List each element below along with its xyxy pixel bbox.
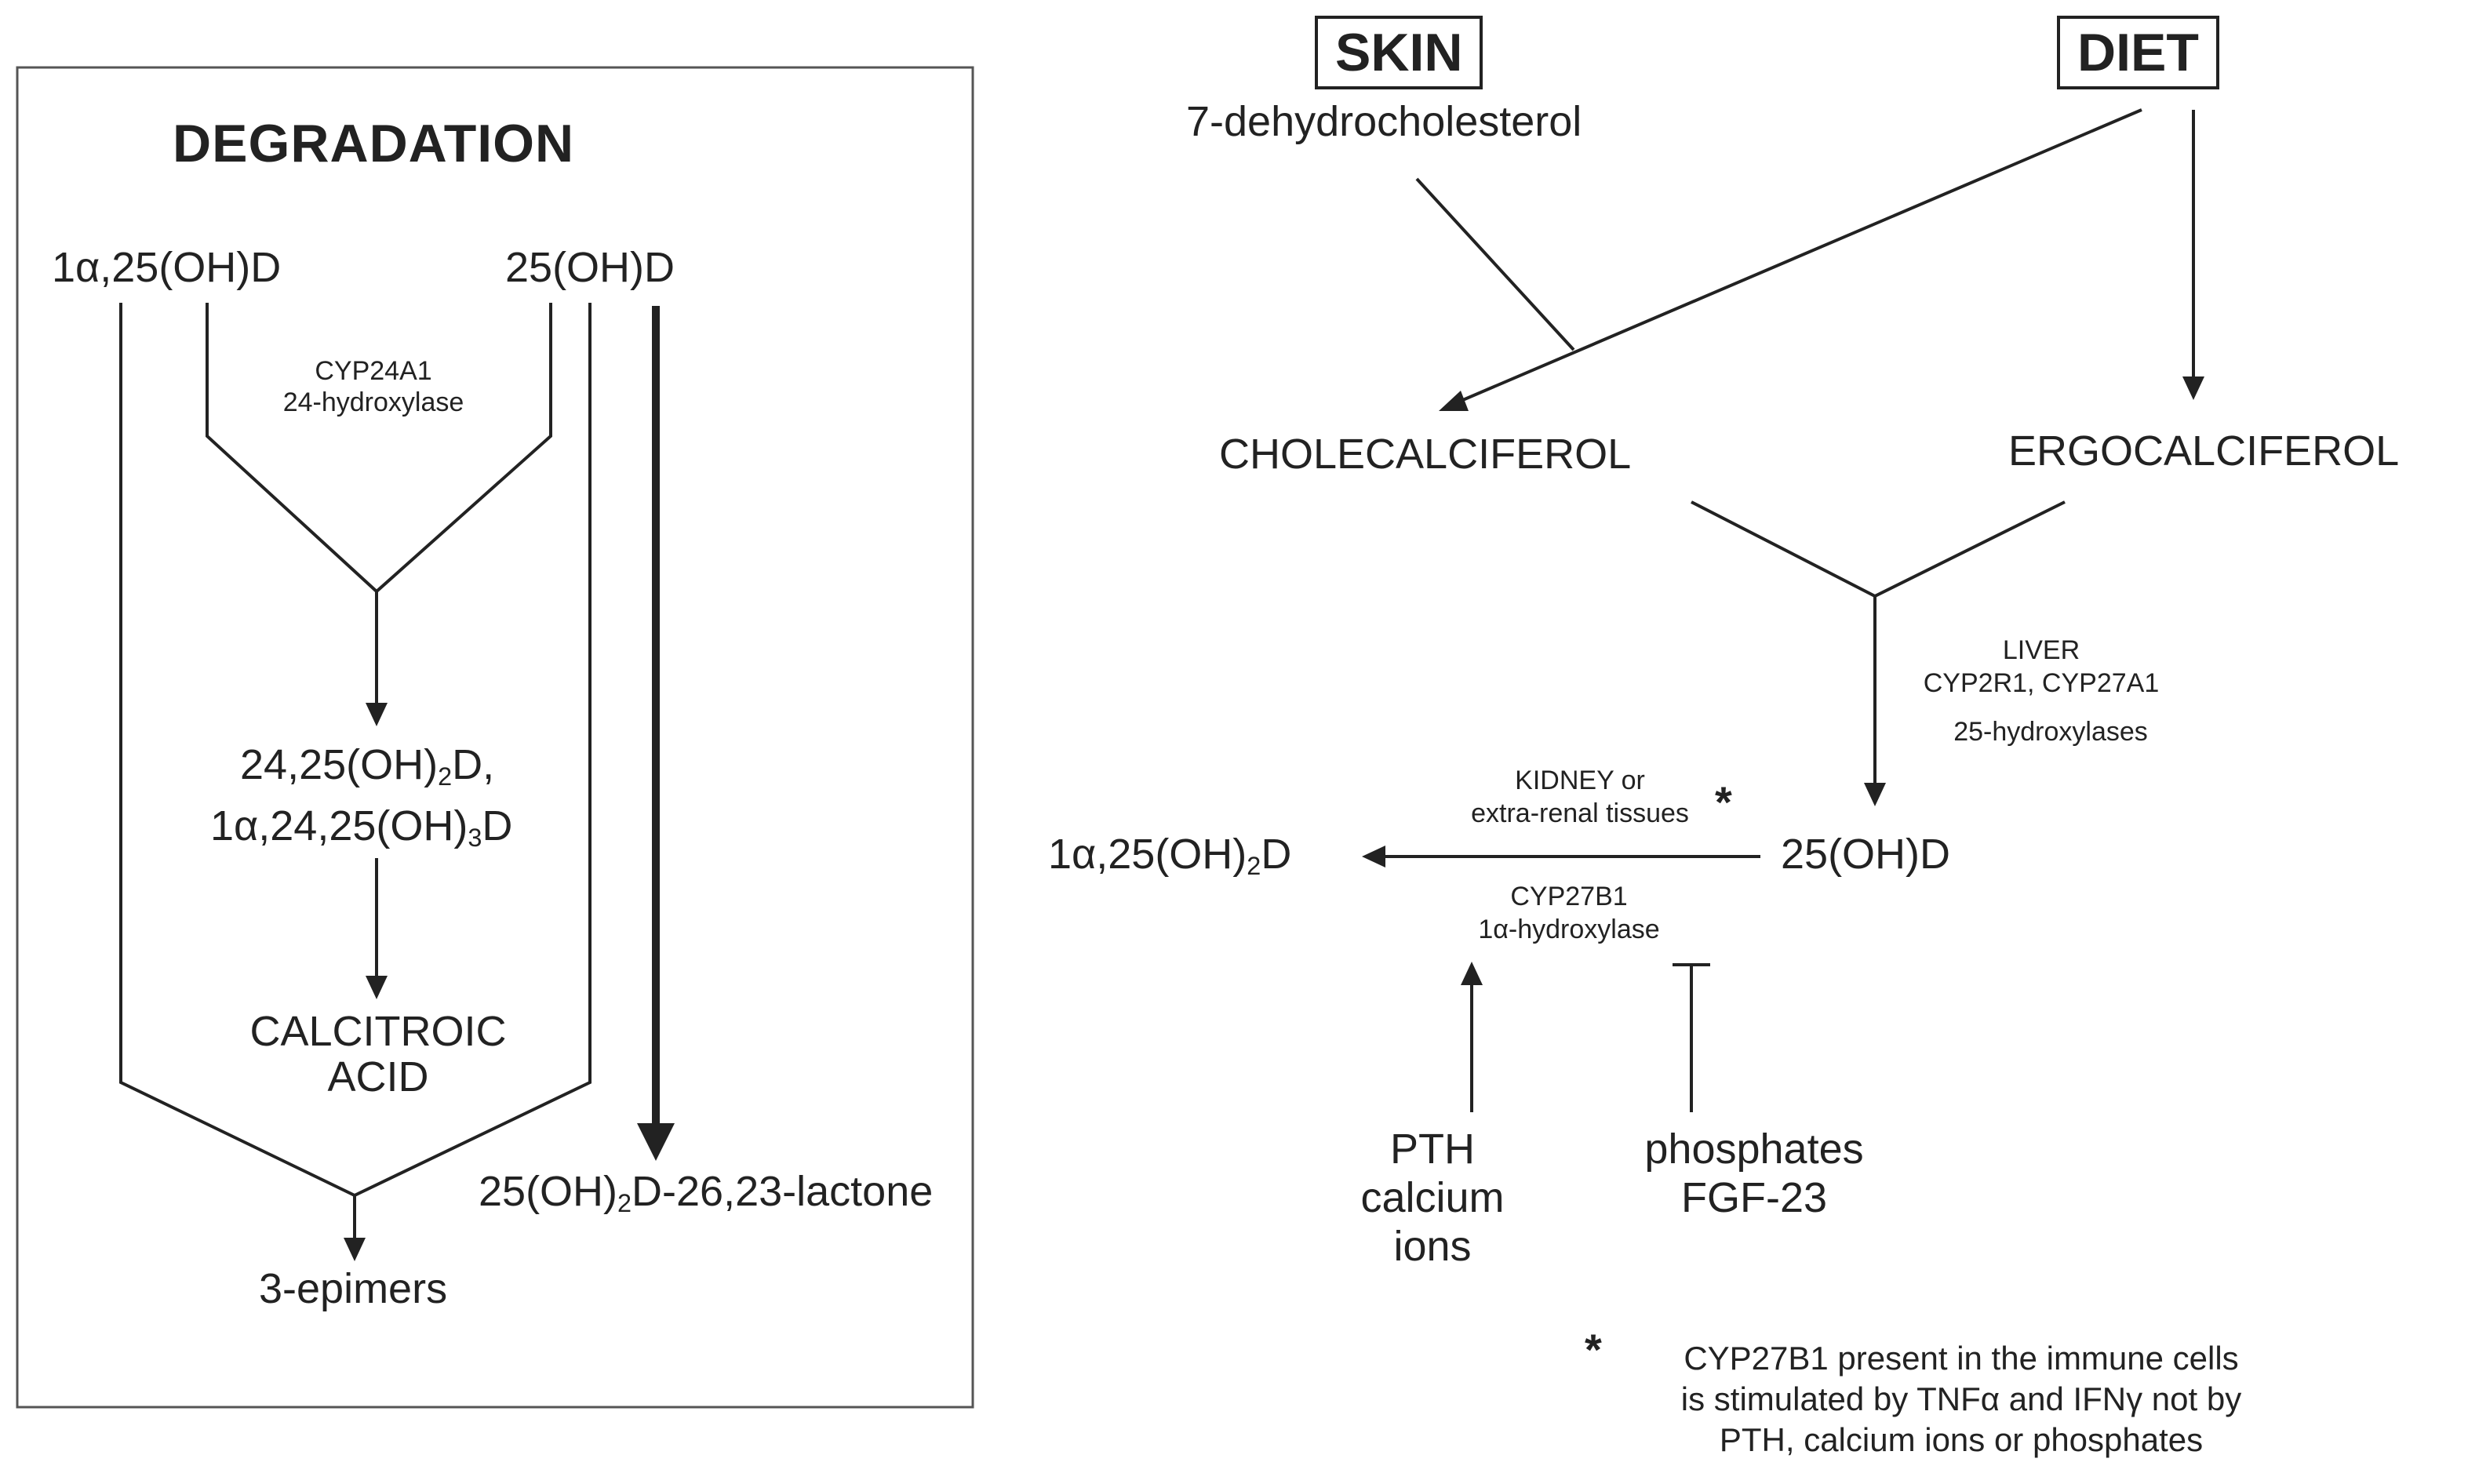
- calcidiol-label-synthesis: 25(OH)D: [1781, 831, 1951, 878]
- cyp27b1-enzyme-name: 1α-hydroxylase: [1478, 915, 1660, 944]
- arrowhead-cholecalciferol: [1439, 391, 1469, 411]
- footnote-line-3: PTH, calcium ions or phosphates: [1719, 1421, 2204, 1458]
- cyp27b1-enzyme-label: CYP27B1: [1510, 882, 1628, 911]
- calcidiol-label-degradation: 25(OH)D: [505, 244, 675, 291]
- precursor-7-dehydrocholesterol: 7-dehydrocholesterol: [1186, 98, 1582, 145]
- stimulation-arrowhead: [1461, 962, 1483, 985]
- diet-to-cholecalciferol-line: [1458, 108, 2142, 403]
- arrowhead-calcitroic-acid: [366, 976, 388, 999]
- calcitroic-acid-line2: ACID: [327, 1053, 429, 1100]
- stimulator-pth: PTH: [1390, 1126, 1475, 1173]
- product-1a-24-25-trihydroxy: 1α,24,25(OH)3D: [210, 802, 513, 853]
- lactone-product: 25(OH)2D-26,23-lactone: [479, 1168, 934, 1218]
- liver-enzymes-label: CYP2R1, CYP27A1: [1923, 668, 2160, 698]
- kidney-footnote-asterisk: *: [1715, 777, 1732, 827]
- arrowhead-25-oh-d: [1864, 783, 1886, 806]
- calcitriol-label-degradation: 1α,25(OH)D: [52, 244, 282, 291]
- kidney-label: KIDNEY or: [1515, 766, 1645, 795]
- product-24-25-dihydroxy: 24,25(OH)2D,: [240, 741, 495, 791]
- cyp24a1-enzyme-label: CYP24A1: [315, 356, 432, 386]
- ergocalciferol-label: ERGOCALCIFEROL: [2008, 427, 2400, 475]
- liver-funnel-line: [1691, 500, 2066, 598]
- liver-label: LIVER: [2002, 635, 2080, 665]
- thick-arrowhead-lactone: [637, 1123, 675, 1161]
- stimulator-ions: ions: [1393, 1223, 1472, 1270]
- arrowhead-active-form: [1362, 846, 1385, 867]
- footnote-asterisk: *: [1585, 1325, 1602, 1374]
- cyp24a1-enzyme-name: 24-hydroxylase: [282, 387, 464, 417]
- three-epimers-label: 3-epimers: [259, 1265, 448, 1312]
- inhibitor-fgf23: FGF-23: [1680, 1174, 1828, 1221]
- arrowhead-ergocalciferol: [2182, 376, 2204, 400]
- skin-source-box: SKIN: [1315, 16, 1483, 89]
- extra-renal-label: extra-renal tissues: [1471, 798, 1689, 828]
- footnote-line-2: is stimulated by TNFα and IFNγ not by: [1680, 1380, 2242, 1417]
- arrowhead-3-epimers: [344, 1238, 366, 1261]
- degradation-title: DEGRADATION: [173, 114, 575, 173]
- arrowhead-24-25-product: [366, 703, 388, 726]
- cholecalciferol-label: CHOLECALCIFEROL: [1219, 431, 1632, 478]
- active-vitamin-d-label: 1α,25(OH)2D: [1048, 831, 1292, 881]
- liver-hydroxylases-label: 25-hydroxylases: [1953, 717, 2148, 747]
- diet-source-box: DIET: [2057, 16, 2219, 89]
- skin-to-cholecalciferol-line: [1415, 177, 1575, 351]
- footnote-line-1: CYP27B1 present in the immune cells: [1684, 1340, 2239, 1377]
- cyp24a1-funnel-line: [206, 303, 552, 594]
- inhibitor-phosphates: phosphates: [1644, 1126, 1864, 1173]
- calcitroic-acid-line1: CALCITROIC: [249, 1008, 507, 1055]
- stimulator-calcium: calcium: [1360, 1174, 1505, 1221]
- degradation-panel-frame: [16, 66, 974, 1409]
